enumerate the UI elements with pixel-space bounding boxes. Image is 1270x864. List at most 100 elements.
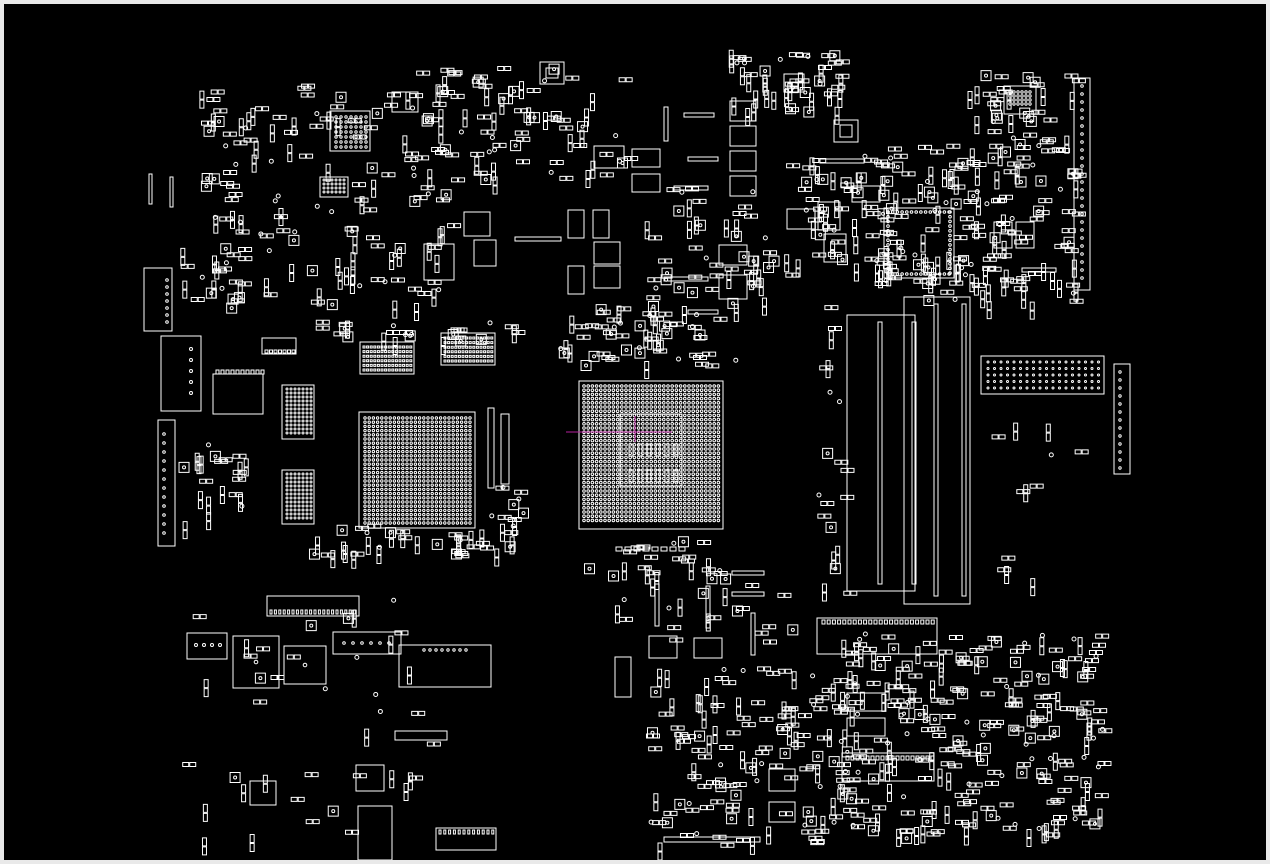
passive-component: [915, 709, 925, 719]
passive-component: [975, 126, 979, 134]
passive-component: [510, 537, 514, 545]
pin: [302, 509, 304, 511]
pin: [595, 515, 598, 518]
passive-component: [207, 479, 213, 483]
pin: [591, 402, 594, 405]
pin: [608, 519, 611, 522]
pin: [591, 519, 594, 522]
pin: [234, 776, 237, 779]
pin: [376, 509, 378, 511]
pin: [600, 423, 603, 426]
passive-component: [243, 230, 249, 234]
passive-component: [929, 728, 935, 732]
pin: [688, 397, 691, 400]
passive-component: [352, 227, 358, 231]
pcb-board-outline[interactable]: [4, 4, 1266, 860]
pin: [290, 513, 292, 515]
passive-component: [593, 324, 599, 328]
pin: [294, 509, 296, 511]
passive-component: [607, 173, 613, 177]
pin: [665, 332, 668, 335]
passive-component: [1045, 736, 1051, 740]
pin: [381, 497, 383, 499]
passive-component: [1106, 729, 1112, 733]
passive-component: [813, 158, 819, 162]
passive-component: [522, 131, 528, 135]
pin: [385, 522, 387, 524]
passive-component: [963, 752, 969, 756]
pcb-viewport[interactable]: [4, 4, 1266, 860]
passive-component: [404, 784, 408, 792]
pin: [345, 131, 347, 133]
passive-component: [737, 707, 741, 715]
passive-component: [256, 107, 262, 111]
passive-component: [901, 811, 907, 815]
pin: [692, 486, 695, 489]
passive-component: [988, 806, 994, 810]
pin: [696, 490, 699, 493]
passive-component: [372, 180, 376, 188]
pin: [302, 493, 304, 495]
pin: [460, 463, 462, 465]
pin: [583, 498, 586, 501]
pad: [656, 444, 660, 456]
passive-component: [702, 720, 706, 728]
pin: [514, 144, 517, 147]
passive-component: [721, 571, 727, 575]
passive-component: [459, 178, 465, 182]
passive-component: [1038, 83, 1044, 87]
passive-component: [682, 735, 688, 739]
pin: [414, 459, 416, 461]
pin: [612, 393, 615, 396]
passive-component: [882, 703, 886, 711]
passive-component: [1096, 650, 1102, 654]
pin: [688, 418, 691, 421]
pin: [658, 490, 661, 493]
pin: [637, 507, 640, 510]
passive-component: [453, 153, 459, 157]
passive-component: [245, 282, 251, 286]
passive-component: [976, 783, 982, 787]
pin: [376, 467, 378, 469]
passive-component: [448, 224, 454, 228]
passive-component: [980, 720, 990, 730]
controller-ic: [847, 693, 885, 711]
passive-component: [749, 809, 753, 817]
passive-component: [1024, 494, 1028, 502]
pin: [345, 116, 347, 118]
pin: [642, 423, 645, 426]
pin: [781, 728, 784, 731]
passive-component: [680, 834, 686, 838]
pin: [414, 471, 416, 473]
passive-component: [365, 738, 369, 746]
power-inductor: [787, 209, 815, 229]
passive-component: [853, 220, 857, 228]
pin: [431, 505, 433, 507]
passive-component: [656, 236, 662, 240]
pin: [717, 494, 720, 497]
pin: [709, 448, 712, 451]
passive-component: [512, 335, 516, 343]
pin: [625, 435, 628, 438]
pin: [671, 456, 674, 459]
passive-component: [872, 653, 876, 661]
pin: [604, 481, 607, 484]
passive-component: [916, 674, 922, 678]
pin: [658, 427, 661, 430]
pin: [587, 444, 590, 447]
pin: [700, 465, 703, 468]
pin: [696, 439, 699, 442]
pin: [663, 490, 666, 493]
passive-component: [1072, 79, 1078, 83]
passive-component: [1088, 718, 1092, 726]
pin: [671, 502, 674, 505]
passive-component: [849, 701, 855, 705]
passive-component: [803, 79, 809, 83]
pin: [431, 421, 433, 423]
passive-component: [993, 246, 997, 254]
passive-component: [345, 268, 349, 276]
pin: [306, 517, 308, 519]
passive-component: [778, 669, 784, 673]
passive-component: [1027, 838, 1031, 846]
passive-component: [389, 636, 393, 644]
